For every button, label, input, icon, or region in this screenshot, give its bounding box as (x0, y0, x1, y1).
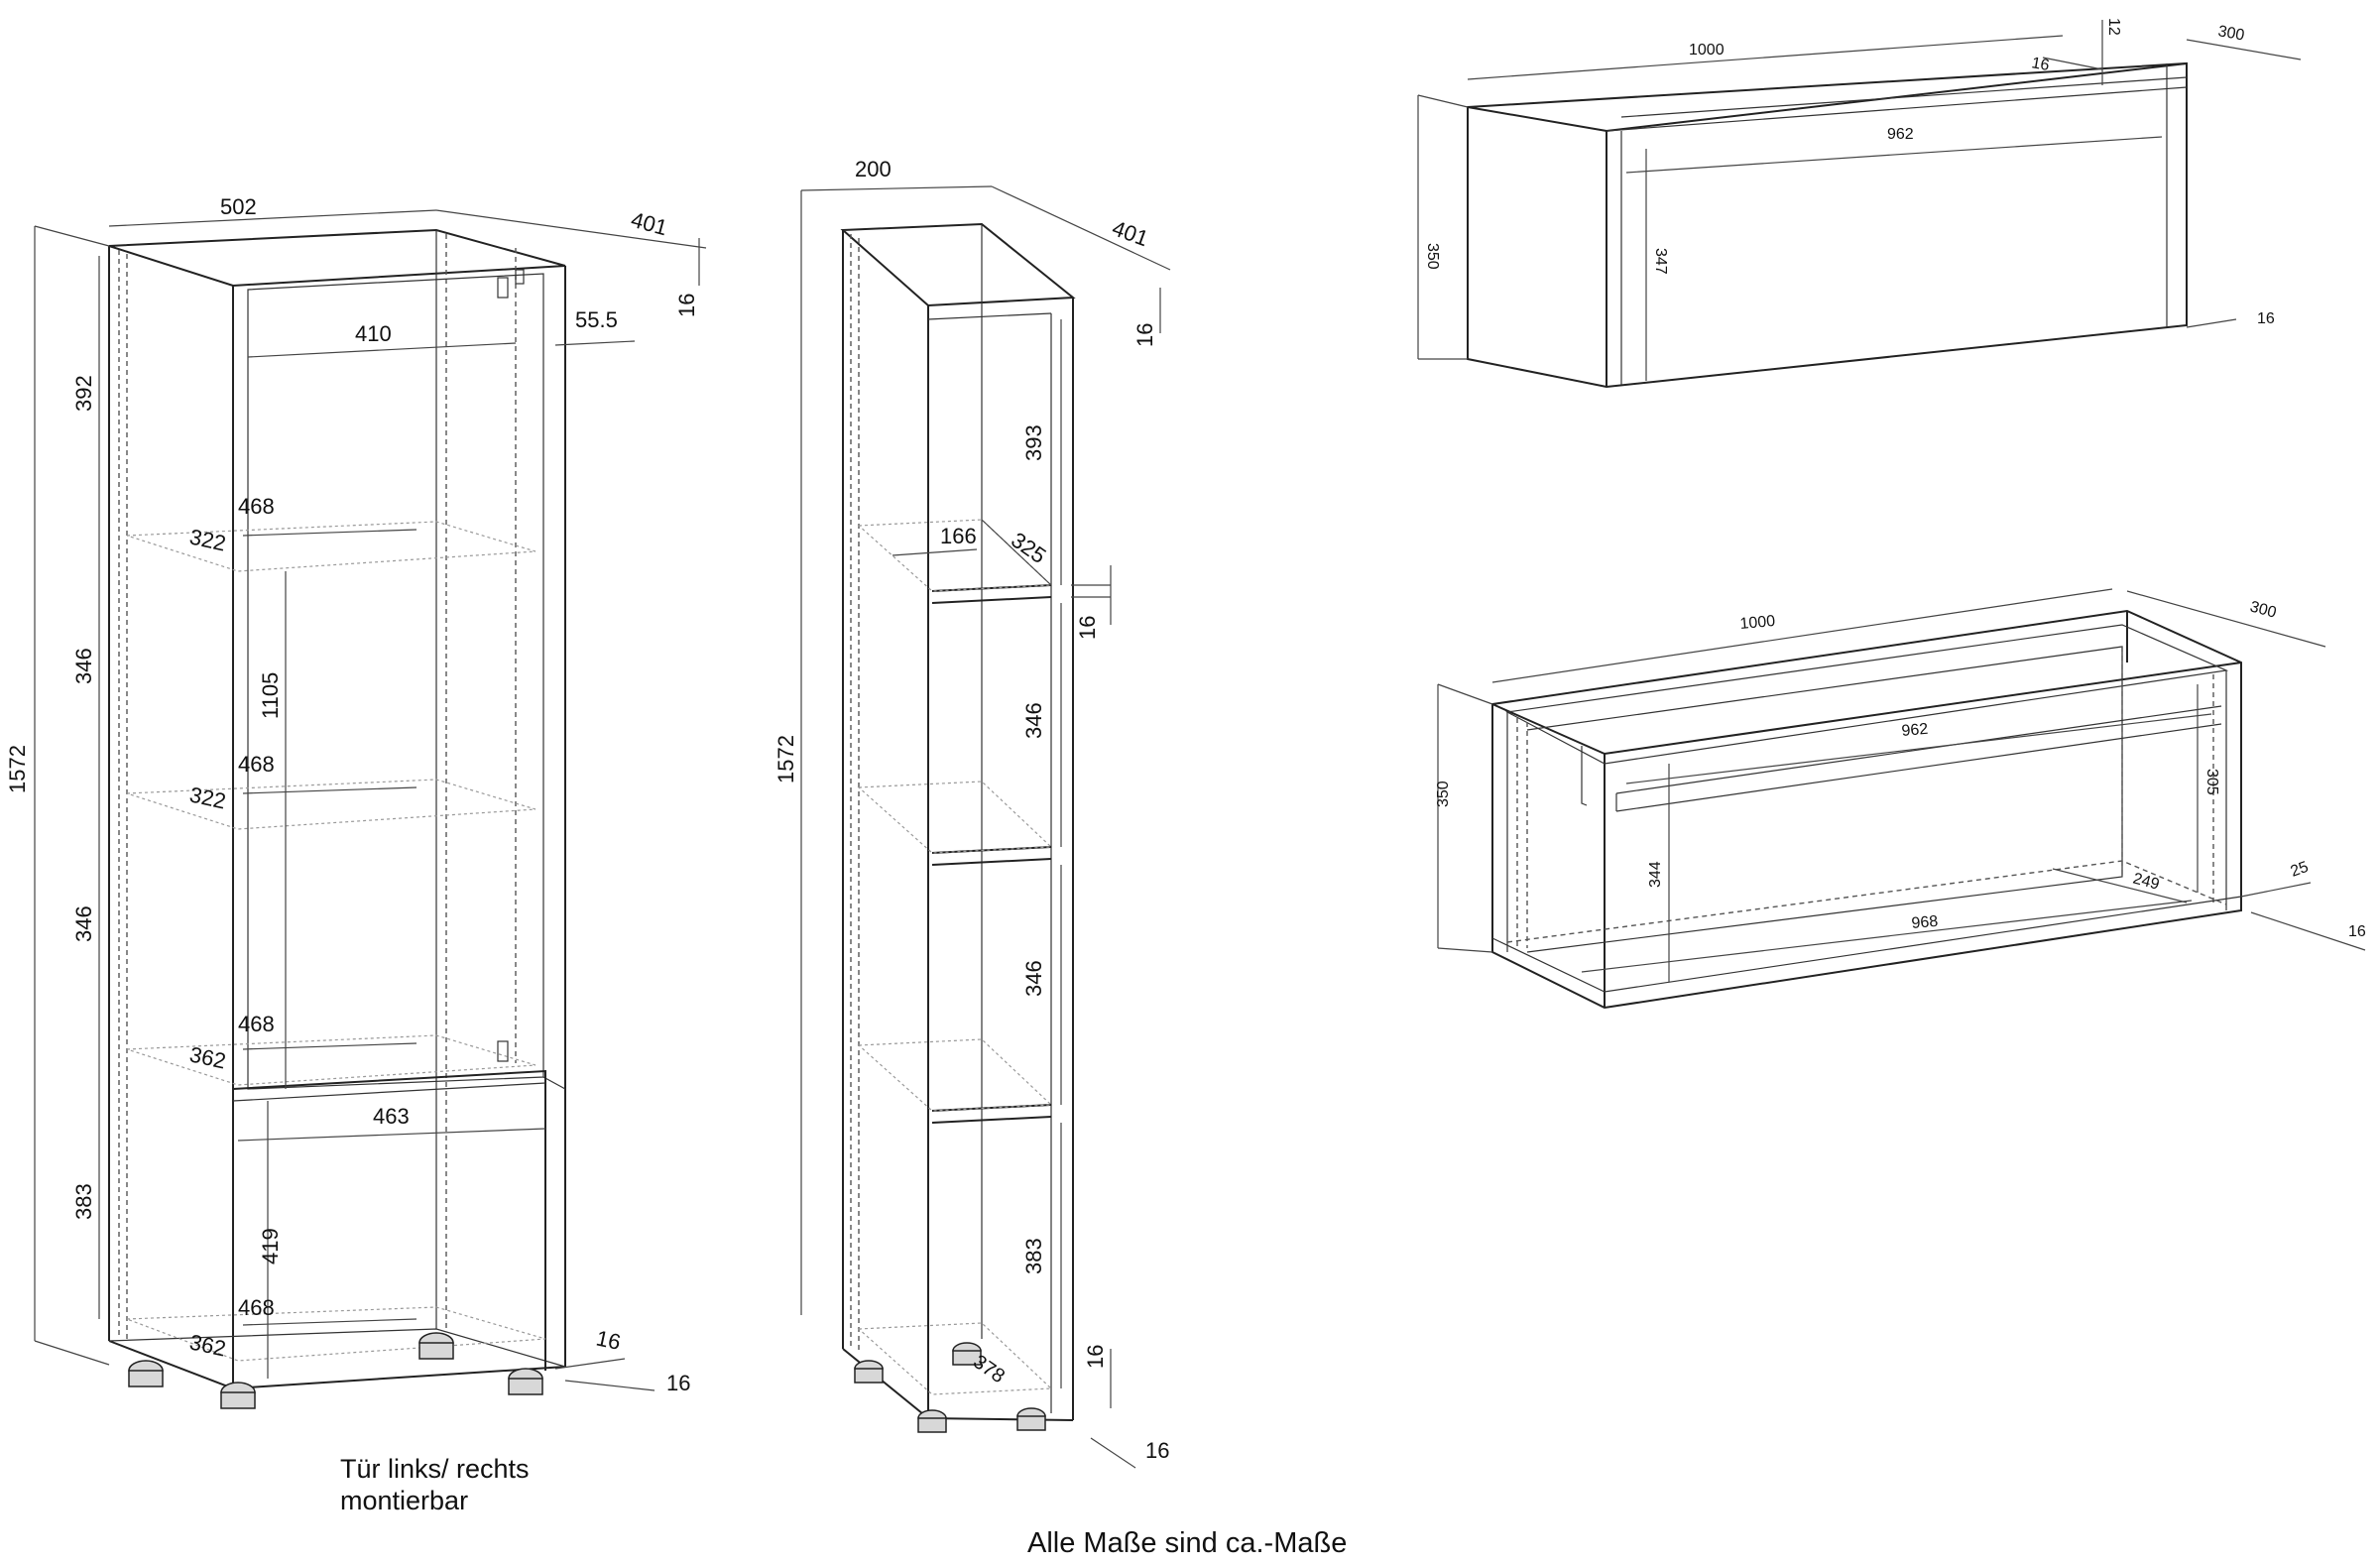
tall-cabinet: 502 401 1572 410 55.5 16 392 346 346 383… (5, 194, 707, 1409)
closed-width-label: 1000 (1689, 42, 1725, 59)
closed-inner-width-label: 962 (1887, 126, 1914, 143)
lower-inner-width-label: 463 (373, 1104, 410, 1129)
narrow-bottom-thickness-label: 16 (1083, 1345, 1108, 1369)
open-inner-height-label: 344 (1647, 861, 1664, 888)
narrow-top-thickness-label: 16 (1132, 323, 1157, 347)
open-rear-height-label: 305 (2203, 769, 2220, 795)
tall-inner-width-label: 410 (355, 321, 392, 346)
narrow-shelf: 200 401 1572 16 393 346 346 383 166 325 … (774, 157, 1171, 1469)
narrow-compartment-4-label: 383 (1021, 1238, 1046, 1274)
wall-unit-open: 1000 300 350 962 344 305 249 968 25 16 (1435, 588, 2366, 1010)
narrow-compartment-3-label: 346 (1021, 960, 1046, 997)
closed-side-thickness-label: 16 (2257, 310, 2275, 327)
footer-note: Alle Maße sind ca.-Maße (1027, 1527, 1348, 1559)
shelf-2-depth-label: 322 (187, 782, 228, 813)
shelf-1-depth-label: 322 (187, 524, 228, 555)
open-side-thickness-label: 16 (2348, 923, 2366, 940)
tall-compartment-3-label: 346 (71, 905, 96, 942)
closed-inner-height-label: 347 (1652, 248, 1669, 275)
base-thickness-2-label: 16 (666, 1371, 690, 1395)
open-inner-depth-label: 249 (2131, 870, 2161, 893)
shelf-3-depth-label: 362 (187, 1041, 228, 1073)
tall-depth-label: 401 (629, 207, 670, 241)
open-back-offset-label: 25 (2289, 859, 2312, 881)
door-offset-label: 55.5 (575, 307, 618, 332)
narrow-side-thickness-label: 16 (1145, 1438, 1169, 1463)
narrow-height-label: 1572 (774, 735, 798, 783)
closed-depth-label: 300 (2216, 23, 2245, 44)
narrow-shelf-width-label: 166 (940, 524, 977, 548)
tall-width-label: 502 (220, 194, 257, 219)
shelf-3-width-label: 468 (238, 1012, 275, 1036)
base-thickness-1-label: 16 (594, 1325, 623, 1355)
open-depth-label: 300 (2248, 598, 2278, 621)
open-height-label: 350 (1435, 781, 1452, 807)
narrow-depth-label: 401 (1109, 215, 1151, 251)
shelf-1-width-label: 468 (238, 494, 275, 519)
tall-compartment-2-label: 346 (71, 648, 96, 684)
narrow-compartment-1-label: 393 (1021, 424, 1046, 461)
closed-top-inset-label: 16 (2030, 55, 2051, 74)
shelf-4-depth-label: 362 (187, 1329, 228, 1361)
tall-compartment-1-label: 392 (71, 375, 96, 412)
open-bottom-width-label: 968 (1911, 913, 1939, 932)
door-note-line-1: Tür links/ rechts (340, 1454, 530, 1484)
wall-unit-closed: 1000 300 350 962 347 12 16 16 (1417, 18, 2302, 389)
closed-height-label: 350 (1424, 243, 1441, 270)
narrow-width-label: 200 (855, 157, 892, 181)
door-note: Tür links/ rechts montierbar (340, 1453, 530, 1516)
open-inner-width-label: 962 (1901, 721, 1929, 740)
glass-height-label: 1105 (258, 672, 283, 719)
lower-height-label: 419 (258, 1228, 283, 1265)
narrow-shelf-depth-label: 325 (1007, 528, 1050, 569)
tall-compartment-4-label: 383 (71, 1183, 96, 1220)
open-width-label: 1000 (1739, 613, 1776, 633)
narrow-shelf-thickness-label: 16 (1075, 616, 1100, 640)
narrow-compartment-2-label: 346 (1021, 702, 1046, 739)
door-note-line-2: montierbar (340, 1486, 469, 1515)
shelf-4-width-label: 468 (238, 1295, 275, 1320)
shelf-2-width-label: 468 (238, 752, 275, 777)
tall-top-thickness-label: 16 (674, 294, 699, 317)
tall-height-label: 1572 (5, 745, 30, 793)
closed-top-offset-label: 12 (2105, 18, 2122, 36)
